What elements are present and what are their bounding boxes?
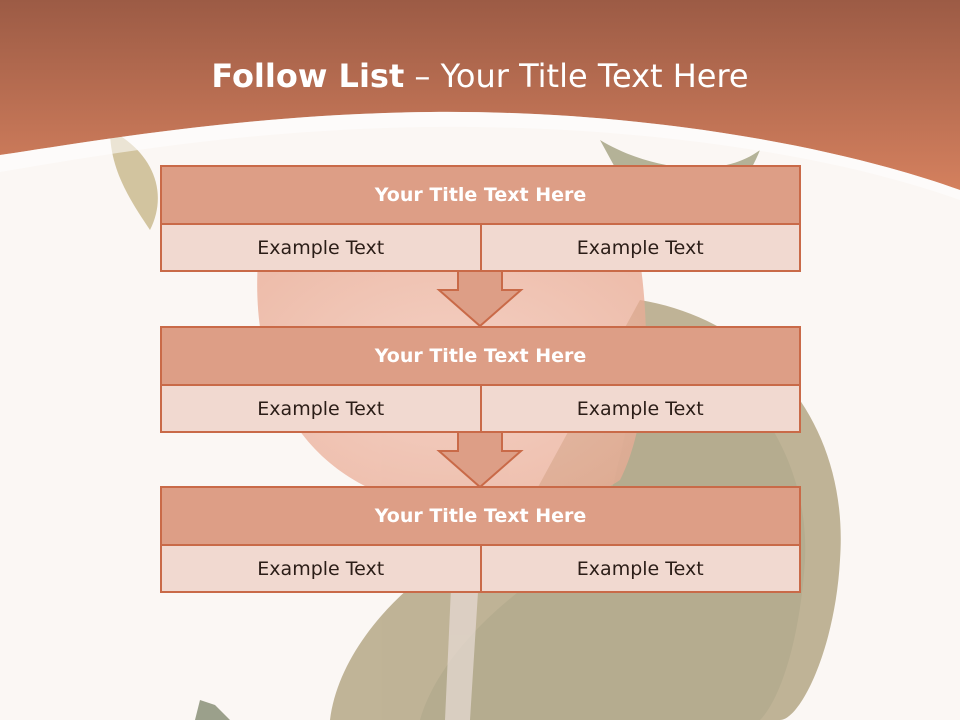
slide-title: Follow List – Your Title Text Here — [0, 54, 960, 98]
list-block-1: Your Title Text Here Example Text Exampl… — [160, 165, 801, 272]
header-band — [0, 0, 960, 190]
block-row: Example Text Example Text — [162, 225, 799, 270]
block-cell-left: Example Text — [162, 546, 482, 591]
header-swoosh — [0, 111, 960, 200]
block-row: Example Text Example Text — [162, 546, 799, 591]
list-block-3: Your Title Text Here Example Text Exampl… — [160, 486, 801, 593]
block-title: Your Title Text Here — [162, 488, 799, 546]
block-cell-right: Example Text — [481, 546, 799, 591]
slide-title-bold: Follow List — [211, 57, 405, 95]
down-arrow-icon — [436, 270, 524, 328]
down-arrow-icon — [436, 431, 524, 489]
block-cell-right: Example Text — [481, 386, 799, 431]
block-row: Example Text Example Text — [162, 386, 799, 431]
slide-title-rest: – Your Title Text Here — [404, 57, 749, 95]
block-cell-left: Example Text — [162, 386, 482, 431]
list-block-2: Your Title Text Here Example Text Exampl… — [160, 326, 801, 433]
block-cell-left: Example Text — [162, 225, 482, 270]
block-title: Your Title Text Here — [162, 328, 799, 386]
block-cell-right: Example Text — [481, 225, 799, 270]
block-title: Your Title Text Here — [162, 167, 799, 225]
